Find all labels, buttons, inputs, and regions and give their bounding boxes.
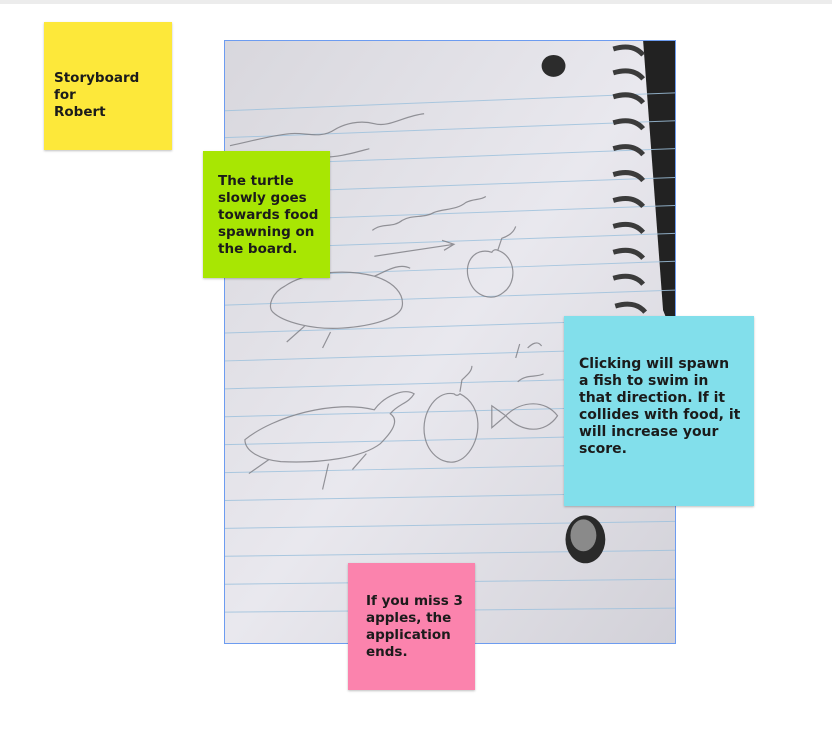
top-divider — [0, 0, 832, 4]
sticky-note-fish[interactable]: Clicking will spawn a fish to swim in th… — [564, 316, 754, 506]
whiteboard-canvas[interactable]: Storyboard for Robert The turtle slowly … — [0, 4, 832, 731]
sticky-note-turtle[interactable]: The turtle slowly goes towards food spaw… — [203, 151, 330, 278]
sticky-note-storyboard-title[interactable]: Storyboard for Robert — [44, 22, 172, 150]
sticky-note-apples[interactable]: If you miss 3 apples, the application en… — [348, 563, 475, 690]
